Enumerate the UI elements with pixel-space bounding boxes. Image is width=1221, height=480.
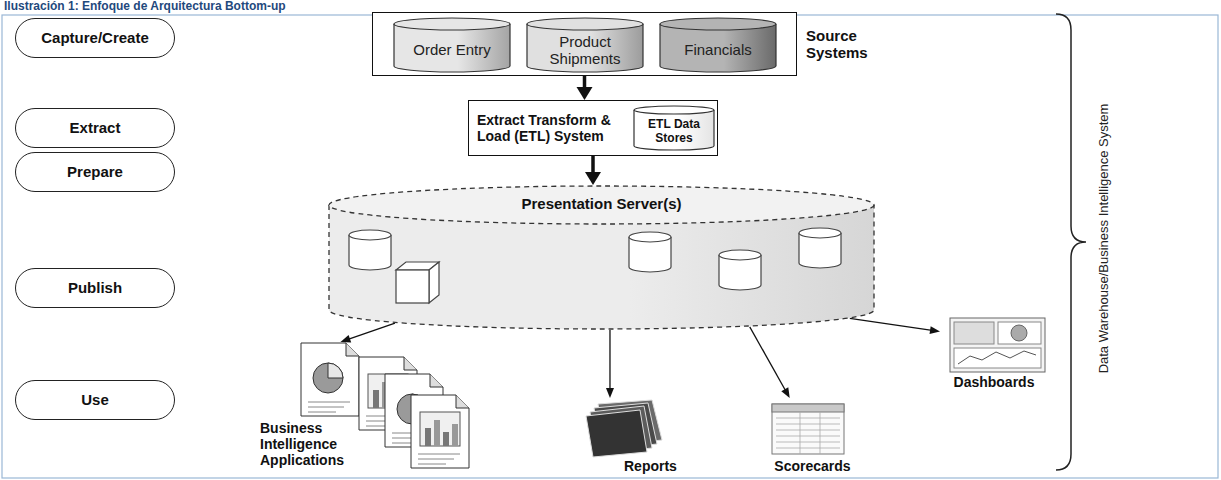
frame-border (2, 15, 1218, 478)
source-cylinder: Product Shipments (526, 17, 644, 73)
stage-pill: Use (15, 380, 175, 420)
node-label: ETL Data Stores (635, 118, 713, 146)
source-cylinder: Financials (659, 17, 777, 73)
node-label: Financials (684, 41, 752, 58)
flow-arrow (850, 318, 940, 334)
node-label: Extract (70, 119, 121, 136)
bi-documents (301, 343, 469, 468)
flow-arrow (750, 327, 790, 398)
arrow-line (609, 330, 610, 390)
flow-arrow (577, 76, 593, 100)
arrow-head (585, 172, 601, 185)
flow-arrow (340, 323, 395, 342)
etl-box: Extract Transform & Load (ETL) SystemETL… (468, 100, 718, 156)
node-label: Capture/Create (41, 29, 149, 46)
node-label: Presentation Server(s) (521, 195, 681, 212)
arrow-head (606, 388, 614, 398)
stage-pill: Capture/Create (15, 18, 175, 58)
arrow-line (850, 318, 932, 330)
source-group: Source SystemsOrder EntryProduct Shipmen… (372, 12, 797, 76)
arrow-head (930, 326, 940, 334)
node-label: Reports (624, 458, 694, 474)
scorecards: Scorecards (765, 398, 860, 478)
stage-pill: Extract (15, 108, 175, 148)
flow-arrow (606, 330, 614, 398)
server-stores (349, 228, 841, 303)
dashboards: Dashboards (940, 315, 1048, 398)
stage-pill: Publish (15, 268, 175, 308)
system-label: Data Warehouse/Business Intelligence Sys… (1097, 8, 1112, 468)
etl-store: ETL Data Stores (633, 105, 715, 151)
arrow-head (577, 87, 593, 100)
node-label: Order Entry (413, 41, 491, 58)
arrow-line (348, 323, 395, 339)
flow-arrow (585, 156, 601, 185)
reports: Reports (580, 398, 695, 478)
presentation-server: Presentation Server(s) (328, 185, 875, 330)
node-label: Source Systems (806, 27, 886, 62)
system-bracket (1056, 14, 1086, 470)
source-cylinder: Order Entry (393, 17, 511, 73)
arrow-head (340, 335, 351, 343)
node-label: Extract Transform & Load (ETL) System (477, 112, 629, 144)
report-stack (586, 400, 662, 457)
node-label: Prepare (67, 163, 123, 180)
arrow-head (781, 387, 789, 398)
node-label: Product Shipments (530, 33, 640, 68)
scorecard-sheet (772, 404, 844, 454)
node-label: Scorecards (765, 458, 860, 474)
arrow-line (591, 156, 595, 175)
figure-caption: Ilustración 1: Enfoque de Arquitectura B… (4, 0, 286, 14)
dashboard-screen (950, 318, 1045, 372)
node-label: Business Intelligence Applications (260, 420, 355, 468)
bi-applications: Business Intelligence Applications (258, 342, 475, 475)
arrow-line (750, 327, 786, 391)
stage-pill: Prepare (15, 152, 175, 192)
node-label: Publish (68, 279, 122, 296)
node-label: Dashboards (940, 374, 1048, 390)
node-label: Use (81, 391, 109, 408)
